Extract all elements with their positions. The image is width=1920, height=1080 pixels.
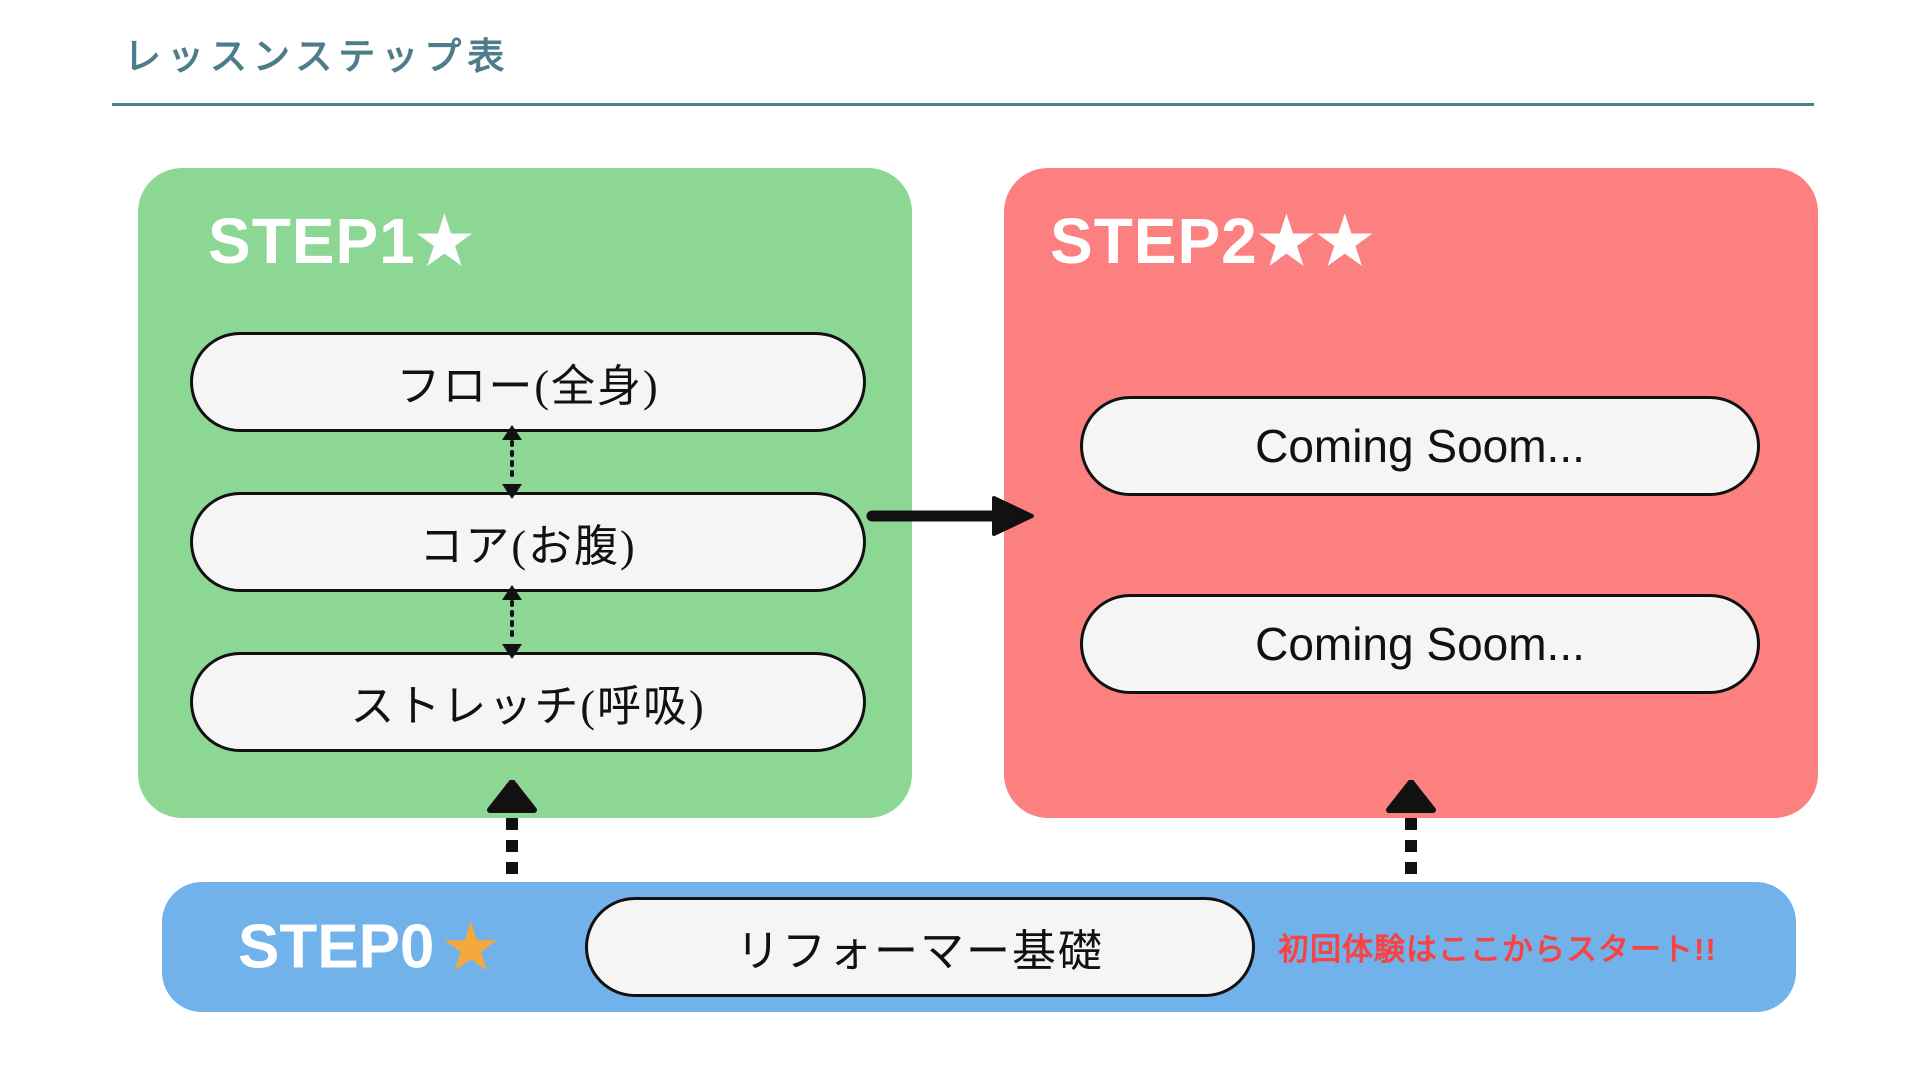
lesson-pill-reformer-basic: リフォーマー基礎: [585, 897, 1255, 997]
step0-label: STEP0: [238, 912, 435, 982]
step2-label: STEP2★★: [1050, 205, 1375, 277]
arrow-step1-to-step2-icon: [866, 496, 1034, 536]
coming-soon-pill-2: Coming Soom...: [1080, 594, 1760, 694]
lesson-pill-flow: フロー(全身): [190, 332, 866, 432]
step0-bar: STEP0 ★ リフォーマー基礎 初回体験はここからスタート!!: [162, 882, 1796, 1012]
coming-soon-pill-1: Coming Soom...: [1080, 396, 1760, 496]
step2-box: STEP2★★ Coming Soom... Coming Soom...: [1004, 168, 1818, 818]
lesson-pill-core: コア(お腹): [190, 492, 866, 592]
step1-label: STEP1★: [208, 205, 475, 277]
lesson-pill-stretch: ストレッチ(呼吸): [190, 652, 866, 752]
step0-label-group: STEP0 ★: [238, 912, 501, 983]
dotted-double-arrow-flow-core-icon: [502, 425, 522, 499]
dotted-double-arrow-core-stretch-icon: [502, 585, 522, 659]
title-underline: [112, 103, 1814, 106]
star-icon: ★: [440, 909, 502, 985]
first-trial-note: 初回体験はここからスタート!!: [1278, 932, 1717, 967]
page-title: レッスンステップ表: [124, 36, 511, 77]
step1-box: STEP1★ フロー(全身) コア(お腹) ストレッチ(呼吸): [138, 168, 912, 818]
